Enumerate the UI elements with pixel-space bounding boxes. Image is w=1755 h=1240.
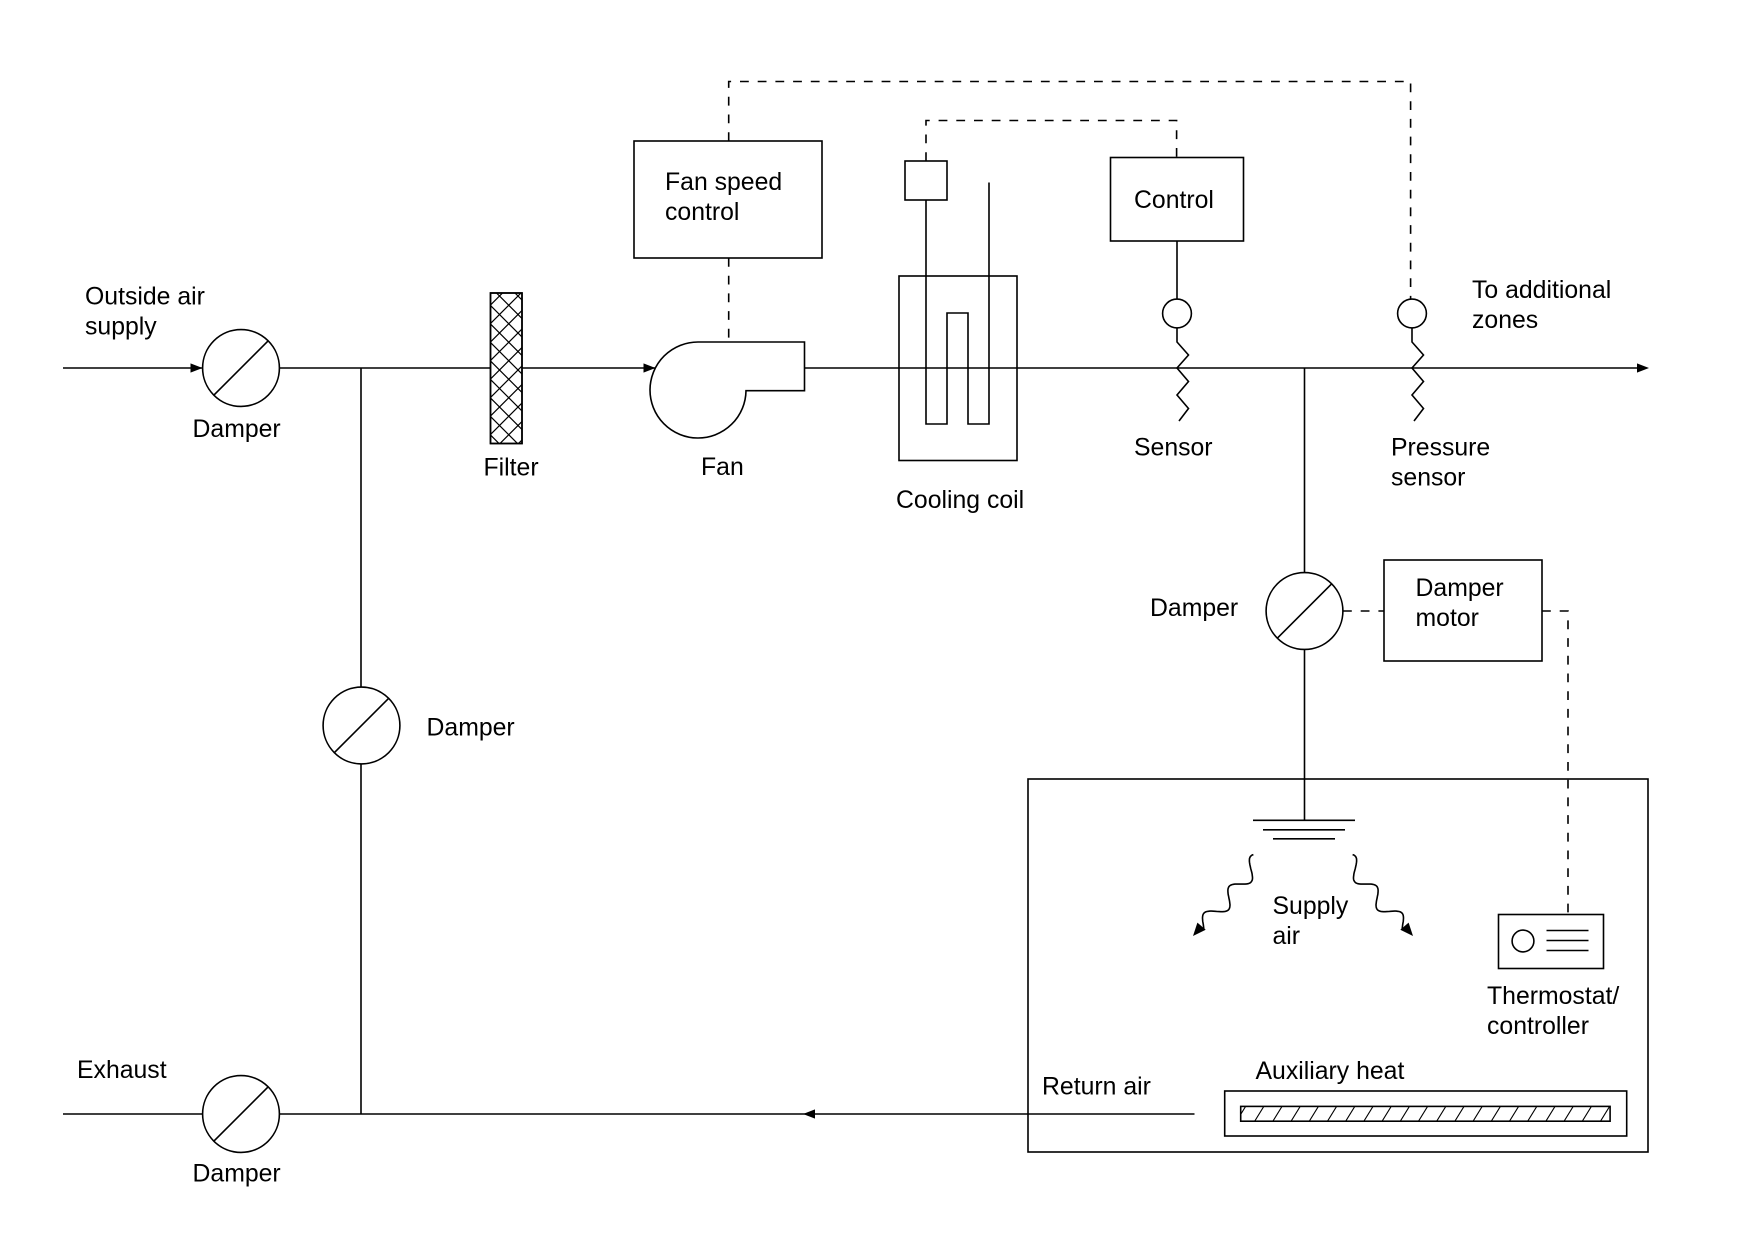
svg-text:Thermostat/: Thermostat/ — [1487, 983, 1619, 1010]
svg-text:Auxiliary heat: Auxiliary heat — [1256, 1058, 1405, 1085]
svg-text:control: control — [665, 199, 739, 226]
svg-text:Damper: Damper — [193, 1161, 281, 1188]
svg-text:Control: Control — [1134, 187, 1214, 214]
svg-text:Damper: Damper — [1150, 595, 1238, 622]
svg-text:Damper: Damper — [193, 416, 281, 443]
svg-text:controller: controller — [1487, 1013, 1589, 1040]
svg-text:Fan: Fan — [701, 454, 744, 481]
svg-text:Return air: Return air — [1042, 1074, 1151, 1101]
svg-text:air: air — [1273, 923, 1301, 950]
svg-text:Pressure: Pressure — [1391, 435, 1490, 462]
svg-text:zones: zones — [1472, 307, 1538, 334]
svg-text:Outside air: Outside air — [85, 284, 205, 311]
svg-text:Damper: Damper — [1416, 575, 1504, 602]
svg-text:supply: supply — [85, 314, 157, 341]
svg-text:Filter: Filter — [484, 455, 539, 482]
svg-text:sensor: sensor — [1391, 465, 1465, 492]
svg-text:Fan speed: Fan speed — [665, 169, 782, 196]
svg-text:Supply: Supply — [1273, 893, 1349, 920]
svg-text:To additional: To additional — [1472, 277, 1611, 304]
svg-text:Sensor: Sensor — [1134, 435, 1213, 462]
svg-text:motor: motor — [1416, 605, 1479, 632]
svg-text:Cooling coil: Cooling coil — [896, 487, 1024, 514]
svg-text:Damper: Damper — [427, 715, 515, 742]
svg-text:Exhaust: Exhaust — [77, 1057, 167, 1084]
